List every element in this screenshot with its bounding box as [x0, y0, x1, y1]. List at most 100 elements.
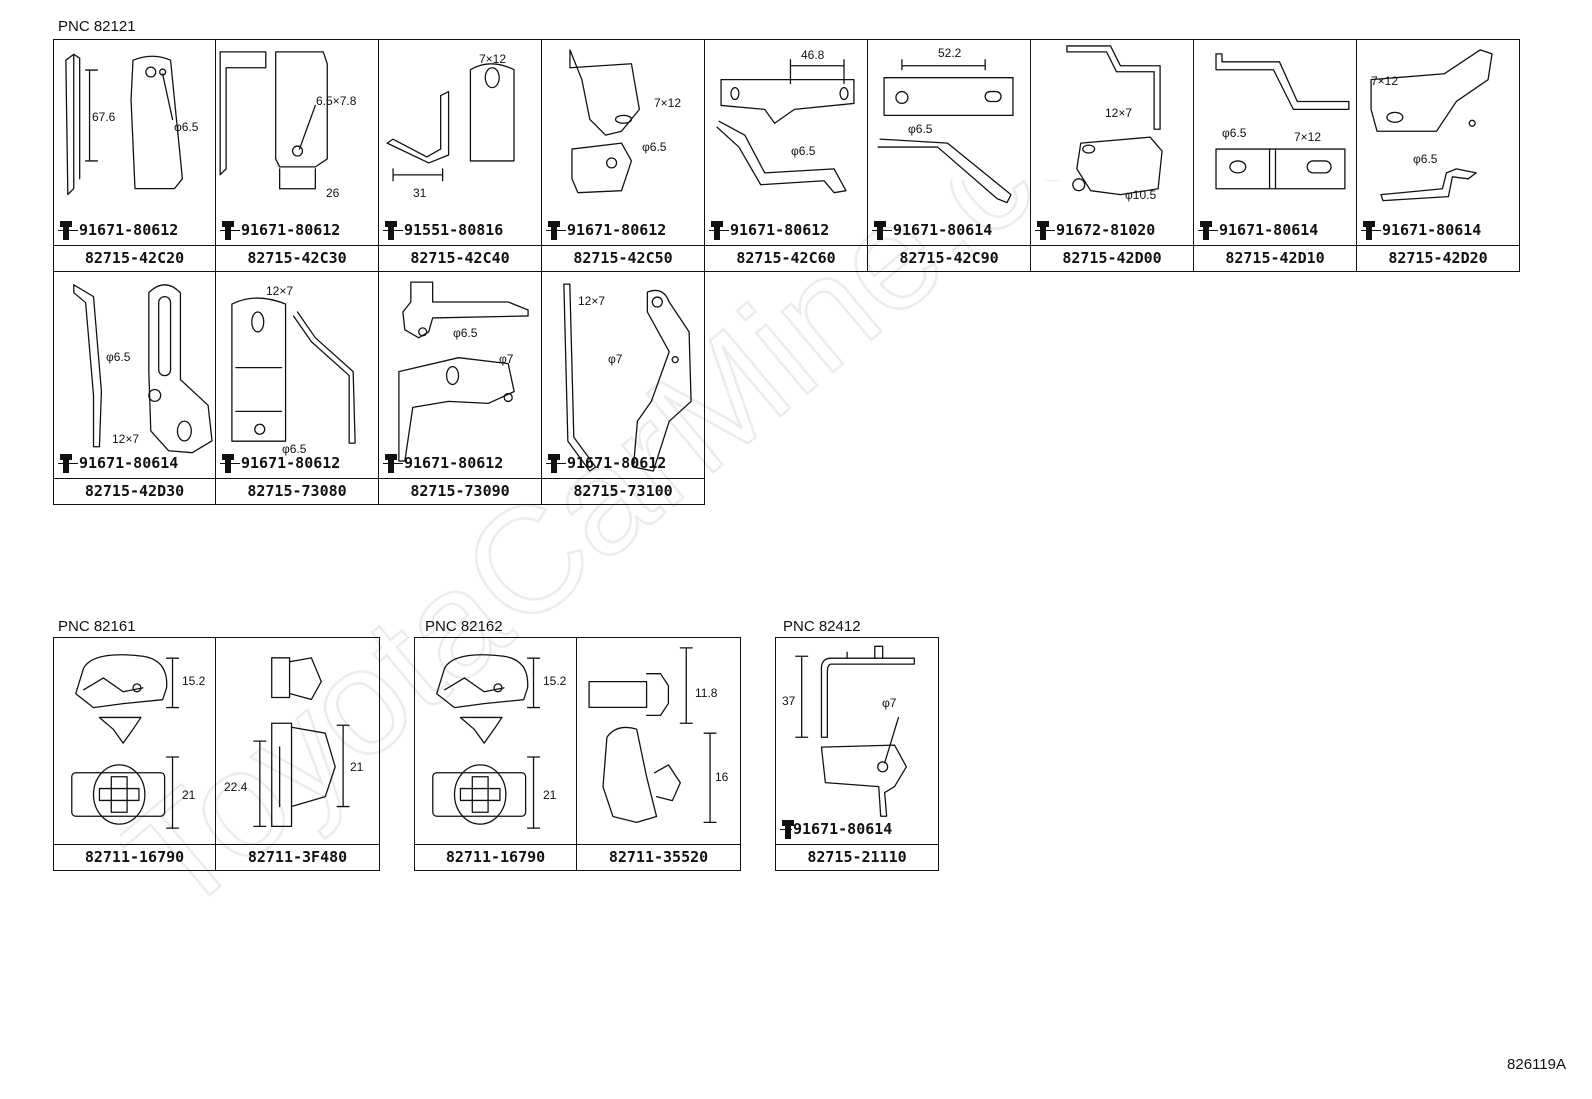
bolt-icon [711, 221, 723, 240]
bracket-drawing [1215, 53, 1350, 190]
bolt-icon [385, 221, 397, 240]
dim-label: φ6.5 [642, 140, 667, 154]
part-cell[interactable]: 37 φ7 91671-80614 82715-21110 [775, 637, 939, 871]
part-number: 82715-42C40 [379, 245, 541, 271]
dim-label: 7×12 [1371, 74, 1399, 88]
pnc-label: PNC 82162 [425, 618, 503, 635]
part-cell[interactable]: 11.8 16 82711-35520 [577, 637, 741, 871]
dim-label: 12×7 [1105, 106, 1133, 120]
bolt-part-number: 91551-80816 [404, 221, 504, 239]
bracket-drawing [73, 284, 213, 454]
bolt-callout: 91671-80614 [58, 452, 178, 474]
dim-label: φ6.5 [174, 120, 199, 134]
bolt-callout: 91672-81020 [1035, 219, 1155, 241]
bolt-icon [1200, 221, 1212, 240]
dim-label: φ6.5 [1222, 126, 1247, 140]
bolt-callout: 91551-80816 [383, 219, 503, 241]
bolt-callout: 91671-80614 [780, 818, 892, 840]
bracket-drawing [1370, 49, 1493, 202]
part-cell[interactable]: 67.6 φ6.5 91671-80612 82715-42C20 [53, 39, 216, 272]
bolt-callout: 91671-80612 [383, 452, 503, 474]
dim-label: 15.2 [182, 674, 206, 688]
bolt-callout: 91671-80614 [1361, 219, 1481, 241]
bracket-drawing [877, 59, 1014, 204]
parts-grid-82121: 67.6 φ6.5 91671-80612 82715-42C20 6.5×7.… [53, 39, 1520, 505]
part-number: 82715-42D10 [1194, 245, 1356, 271]
part-cell[interactable]: 7×12 φ6.5 91671-80612 82715-42C50 [542, 39, 705, 272]
part-cell[interactable]: 15.2 21 82711-16790 [414, 637, 577, 871]
bolt-part-number: 91671-80612 [730, 221, 830, 239]
part-cell[interactable]: φ6.5 7×12 91671-80614 82715-42D10 [1194, 39, 1357, 272]
bolt-part-number: 91671-80612 [567, 221, 667, 239]
part-cell[interactable]: 7×12 φ6.5 91671-80614 82715-42D20 [1357, 39, 1520, 272]
parts-grid-82161: 15.2 21 82711-16790 22.4 21 82711-3F480 [53, 637, 380, 871]
bolt-part-number: 91671-80612 [241, 221, 341, 239]
bolt-icon [1037, 221, 1049, 240]
part-number: 82715-42C20 [54, 245, 215, 271]
dim-label: 7×12 [479, 52, 507, 66]
part-number: 82711-35520 [577, 844, 740, 870]
part-cell[interactable]: 12×7 φ6.5 91671-80612 82715-73080 [216, 272, 379, 505]
dim-label: φ6.5 [282, 442, 307, 456]
bolt-icon [874, 221, 886, 240]
bracket-drawing [219, 51, 328, 190]
dim-label: φ6.5 [453, 326, 478, 340]
dim-label: 12×7 [266, 284, 294, 298]
bolt-part-number: 91671-80612 [404, 454, 504, 472]
dim-label: φ10.5 [1125, 188, 1157, 202]
dim-label: φ7 [499, 352, 514, 366]
part-cell[interactable]: φ6.5 12×7 91671-80614 82715-42D30 [53, 272, 216, 505]
parts-grid-82412: 37 φ7 91671-80614 82715-21110 [775, 637, 939, 871]
dim-label: 7×12 [654, 96, 682, 110]
part-number: 82715-73080 [216, 478, 378, 504]
part-cell[interactable]: 22.4 21 82711-3F480 [216, 637, 380, 871]
bolt-icon [548, 221, 560, 240]
bolt-part-number: 91672-81020 [1056, 221, 1156, 239]
dim-label: 52.2 [938, 46, 962, 60]
part-number: 82715-42C30 [216, 245, 378, 271]
dim-label: 67.6 [92, 110, 116, 124]
part-cell[interactable]: 7×12 31 91551-80816 82715-42C40 [379, 39, 542, 272]
bracket-drawing [1066, 45, 1163, 196]
part-number: 82715-42D30 [54, 478, 215, 504]
bolt-part-number: 91671-80614 [1382, 221, 1482, 239]
pnc-label: PNC 82121 [58, 18, 136, 35]
part-number: 82715-73090 [379, 478, 541, 504]
bracket-drawing [569, 49, 641, 194]
dim-label: 12×7 [578, 294, 606, 308]
bolt-callout: 91671-80614 [1198, 219, 1318, 241]
part-number: 82715-42D20 [1357, 245, 1519, 271]
bolt-icon [385, 454, 397, 473]
dim-label: φ6.5 [791, 144, 816, 158]
part-cell[interactable]: 12×7 φ7 91671-80612 82715-73100 [542, 272, 705, 505]
bracket-drawing [563, 283, 692, 472]
dim-label: 26 [326, 186, 340, 200]
bolt-part-number: 91671-80612 [79, 221, 179, 239]
part-cell[interactable]: φ6.5 φ7 91671-80612 82715-73090 [379, 272, 542, 505]
dim-label: 16 [715, 770, 729, 784]
bracket-drawing [795, 645, 915, 817]
dim-label: 46.8 [801, 48, 825, 62]
part-cell[interactable]: 52.2 φ6.5 91671-80614 82715-42C90 [868, 39, 1031, 272]
part-cell[interactable]: 15.2 21 82711-16790 [53, 637, 216, 871]
bolt-callout: 91671-80612 [546, 452, 666, 474]
part-cell[interactable]: 12×7 φ10.5 91672-81020 82715-42D00 [1031, 39, 1194, 272]
bolt-callout: 91671-80612 [220, 219, 340, 241]
clip-drawing [253, 657, 350, 828]
part-cell[interactable]: 6.5×7.8 26 91671-80612 82715-42C30 [216, 39, 379, 272]
dim-label: 21 [182, 788, 196, 802]
bolt-callout: 91671-80614 [872, 219, 992, 241]
dim-label: 6.5×7.8 [316, 94, 357, 108]
parts-grid-82162: 15.2 21 82711-16790 11.8 16 82711-35520 [414, 637, 741, 871]
pnc-label: PNC 82161 [58, 618, 136, 635]
bracket-drawing [716, 59, 855, 194]
part-cell[interactable]: 46.8 φ6.5 91671-80612 82715-42C60 [705, 39, 868, 272]
bolt-part-number: 91671-80612 [567, 454, 667, 472]
bolt-callout: 91671-80612 [58, 219, 178, 241]
bolt-icon [782, 820, 794, 839]
dim-label: φ6.5 [1413, 152, 1438, 166]
bolt-callout: 91671-80612 [709, 219, 829, 241]
clip-drawing [432, 654, 541, 829]
bolt-icon [222, 221, 234, 240]
bolt-part-number: 91671-80614 [793, 820, 893, 838]
